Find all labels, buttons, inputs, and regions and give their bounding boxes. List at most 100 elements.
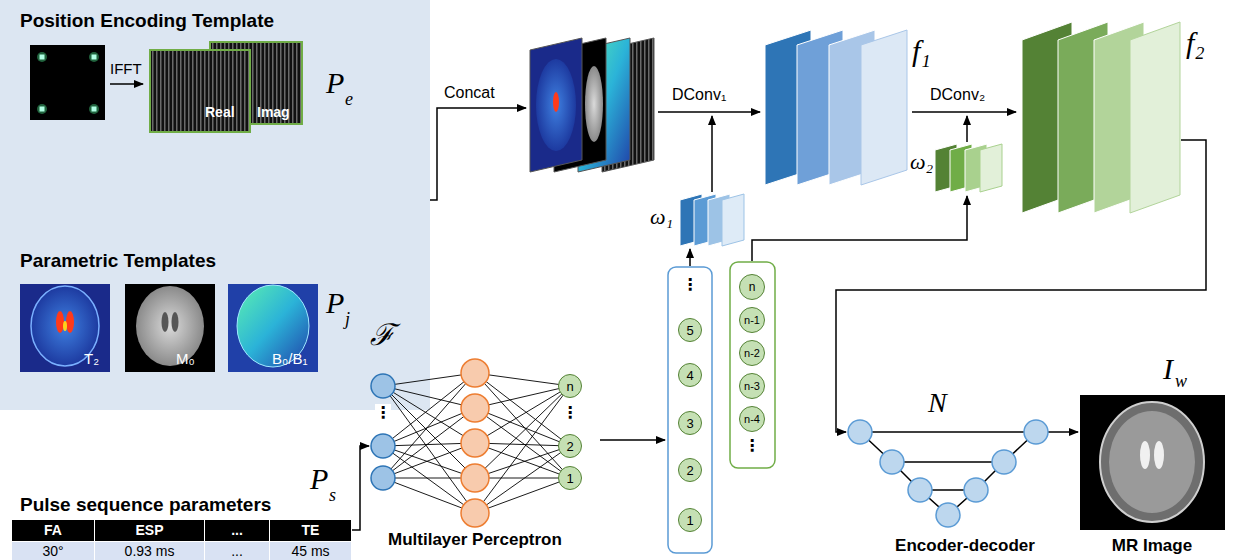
vector-element-circle: 4	[678, 363, 702, 387]
k-space-template	[92, 55, 97, 60]
arrow	[752, 116, 967, 261]
encoder-decoder-net	[936, 503, 960, 527]
mr-image	[1154, 441, 1164, 469]
feature-stack	[861, 30, 907, 185]
mr-image	[1140, 441, 1150, 469]
template-panel-ground	[0, 0, 430, 410]
t2-map	[63, 321, 67, 331]
transform-label: IFFT	[110, 60, 142, 77]
table-cell: ...	[205, 541, 270, 560]
image-label: M₀	[176, 350, 195, 367]
vector-box	[730, 262, 775, 468]
ellipsis: ⋮	[375, 404, 391, 422]
arrow	[658, 112, 760, 113]
feature-stack	[1130, 22, 1180, 213]
concat-stack	[585, 66, 603, 142]
encoder-decoder-net	[848, 420, 872, 444]
encoder-decoder-net	[908, 478, 932, 502]
element-index: n-1	[744, 315, 760, 326]
concat-stack	[553, 92, 559, 112]
arrow	[600, 439, 665, 441]
ellipsis: ⋮	[744, 437, 760, 455]
symbol: f₂	[1186, 26, 1205, 59]
arrow	[836, 140, 1206, 432]
panel-heading: Position Encoding Template	[20, 10, 274, 32]
vector-element-circle: n-4	[739, 406, 765, 432]
weight-stack	[722, 194, 744, 246]
vector-element-circle: 2	[558, 434, 582, 458]
table-header: TE	[270, 520, 352, 541]
symbol: ω₁	[650, 205, 673, 229]
arrow	[352, 446, 369, 530]
symbol: P	[326, 286, 344, 319]
t2-map	[20, 284, 110, 372]
vector-element-circle: 1	[678, 508, 702, 532]
element-index: 3	[686, 417, 693, 430]
vector-element-circle: 2	[678, 458, 702, 482]
image-label: Imag	[257, 104, 290, 120]
t2-map	[20, 284, 110, 372]
mlp-hidden-neuron	[461, 429, 489, 457]
weight-stack	[980, 144, 1002, 192]
table-cell: 0.93 ms	[95, 541, 205, 560]
element-index: 2	[566, 440, 573, 453]
arrow	[430, 108, 526, 200]
k-space-template	[40, 107, 45, 112]
mlp-links	[383, 373, 570, 513]
k-space-template	[30, 45, 105, 120]
arrow	[711, 116, 713, 192]
mr-image	[1080, 395, 1225, 530]
symbol: P	[326, 66, 344, 99]
t2-map	[31, 286, 99, 366]
t2-map	[66, 311, 74, 333]
image-label: B₀/B₁	[272, 350, 307, 367]
mlp-links	[383, 373, 570, 513]
element-index: n	[749, 281, 756, 293]
image-label: Real	[205, 104, 235, 120]
mlp-input-neuron	[371, 466, 395, 490]
symbol: I	[1163, 352, 1173, 385]
symbol-subscript: s	[329, 486, 336, 506]
mlp-hidden-neuron	[461, 359, 489, 527]
symbol: ℱ	[370, 318, 395, 351]
arrow	[912, 112, 1016, 113]
mlp-input-neuron	[371, 374, 395, 398]
encoding-images	[150, 50, 250, 132]
m0-map	[136, 286, 204, 366]
vector-element-circle: 1	[558, 466, 582, 490]
encoder-decoder-net	[848, 420, 1048, 527]
feature-stack	[765, 30, 907, 185]
symbol: f₁	[912, 34, 931, 67]
section-title: Pulse sequence parameters	[20, 494, 271, 516]
vector-box	[668, 262, 775, 553]
ellipsis: ⋮	[682, 276, 698, 294]
arrow	[658, 111, 760, 113]
mlp-hidden-neuron	[461, 499, 489, 527]
encoder-decoder-net	[992, 450, 1016, 474]
vector-element-circle: n-3	[739, 373, 765, 399]
caption-label: Encoder-decoder	[895, 536, 1035, 556]
image-label: T₂	[84, 350, 99, 367]
arrow	[966, 116, 968, 142]
symbol: ω₂	[910, 150, 933, 174]
concat-stack	[530, 38, 582, 172]
t2-map	[56, 311, 64, 333]
mr-image	[1100, 402, 1204, 522]
arrow	[352, 432, 1078, 530]
m0-map	[125, 284, 215, 372]
arrow	[1048, 431, 1078, 433]
symbol-subscript: e	[345, 90, 353, 110]
vector-element-circle: 3	[678, 411, 702, 435]
operation-label: DConv₁	[672, 86, 726, 104]
caption-label: Multilayer Perceptron	[388, 530, 562, 550]
mlp-hidden-neuron	[461, 464, 489, 492]
element-index: 1	[566, 472, 573, 485]
mlp-hidden-neuron	[461, 394, 489, 422]
element-index: 2	[686, 464, 693, 477]
panel-heading: Parametric Templates	[20, 250, 216, 272]
m0-map	[172, 312, 179, 332]
arrow	[836, 140, 1206, 432]
k-space-template	[89, 104, 99, 114]
